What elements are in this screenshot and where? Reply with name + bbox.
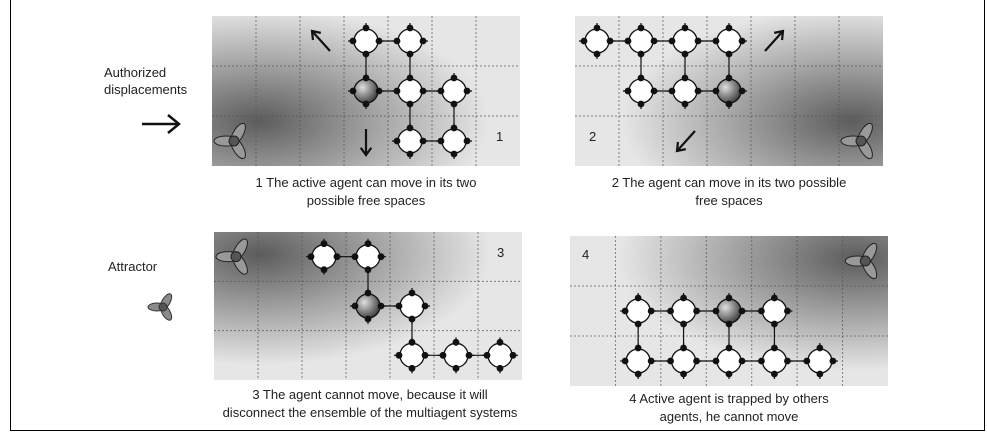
agent [394,288,430,324]
displacement-arrow-icon [359,129,373,157]
agent [756,293,793,329]
panel-number: 1 [496,129,504,144]
agent [667,23,703,59]
attractor-icon [215,238,248,275]
agent [392,73,428,109]
arrow-right-icon [142,114,181,134]
panel-2-caption: 2 The agent can move in its two possible… [611,175,847,208]
panel-number: 2 [589,129,597,144]
panel-number: 3 [497,245,505,260]
agent [620,293,657,329]
agent [711,343,747,379]
attractor-label: Attractor [108,259,158,274]
agent [623,73,659,109]
agent [482,337,518,374]
agent [348,23,384,59]
panel-4: 4 [570,236,888,386]
active-agent [711,73,747,109]
agent [306,238,342,275]
agent [436,123,472,159]
agent [667,73,703,109]
panel-3: 3 [214,232,522,380]
panel-number: 4 [582,247,590,262]
agent [392,23,428,59]
panel-2: 2 [575,16,883,166]
agent [392,123,428,159]
agent [801,343,838,379]
agent [756,343,793,379]
agent [350,238,386,275]
figure-frame [10,0,985,431]
agent [665,343,702,379]
agent [620,343,657,379]
attractor-icon [147,293,173,321]
attractor-icon [844,242,878,280]
attractor-icon [213,122,246,160]
panel-1-caption: 1 The active agent can move in its two p… [255,175,477,208]
displacements-label: Authorized displacements [104,65,188,97]
agent [438,337,474,374]
displacement-arrow-icon [310,29,331,52]
agent [623,23,659,59]
active-agent [348,73,384,109]
agent [711,23,747,59]
panel-3-caption: 3 The agent cannot move, because it will… [222,387,518,420]
agent [394,337,430,374]
panel-1: 1 [212,16,520,166]
active-agent [350,288,386,324]
active-agent [711,293,747,329]
panel-4-caption: 4 Active agent is trapped by others agen… [629,391,829,424]
attractor-icon [840,122,873,160]
displacement-arrow-icon [675,130,696,153]
agent [579,23,615,59]
displacement-arrow-icon [764,29,785,52]
agent [436,73,472,109]
agent [665,293,702,329]
